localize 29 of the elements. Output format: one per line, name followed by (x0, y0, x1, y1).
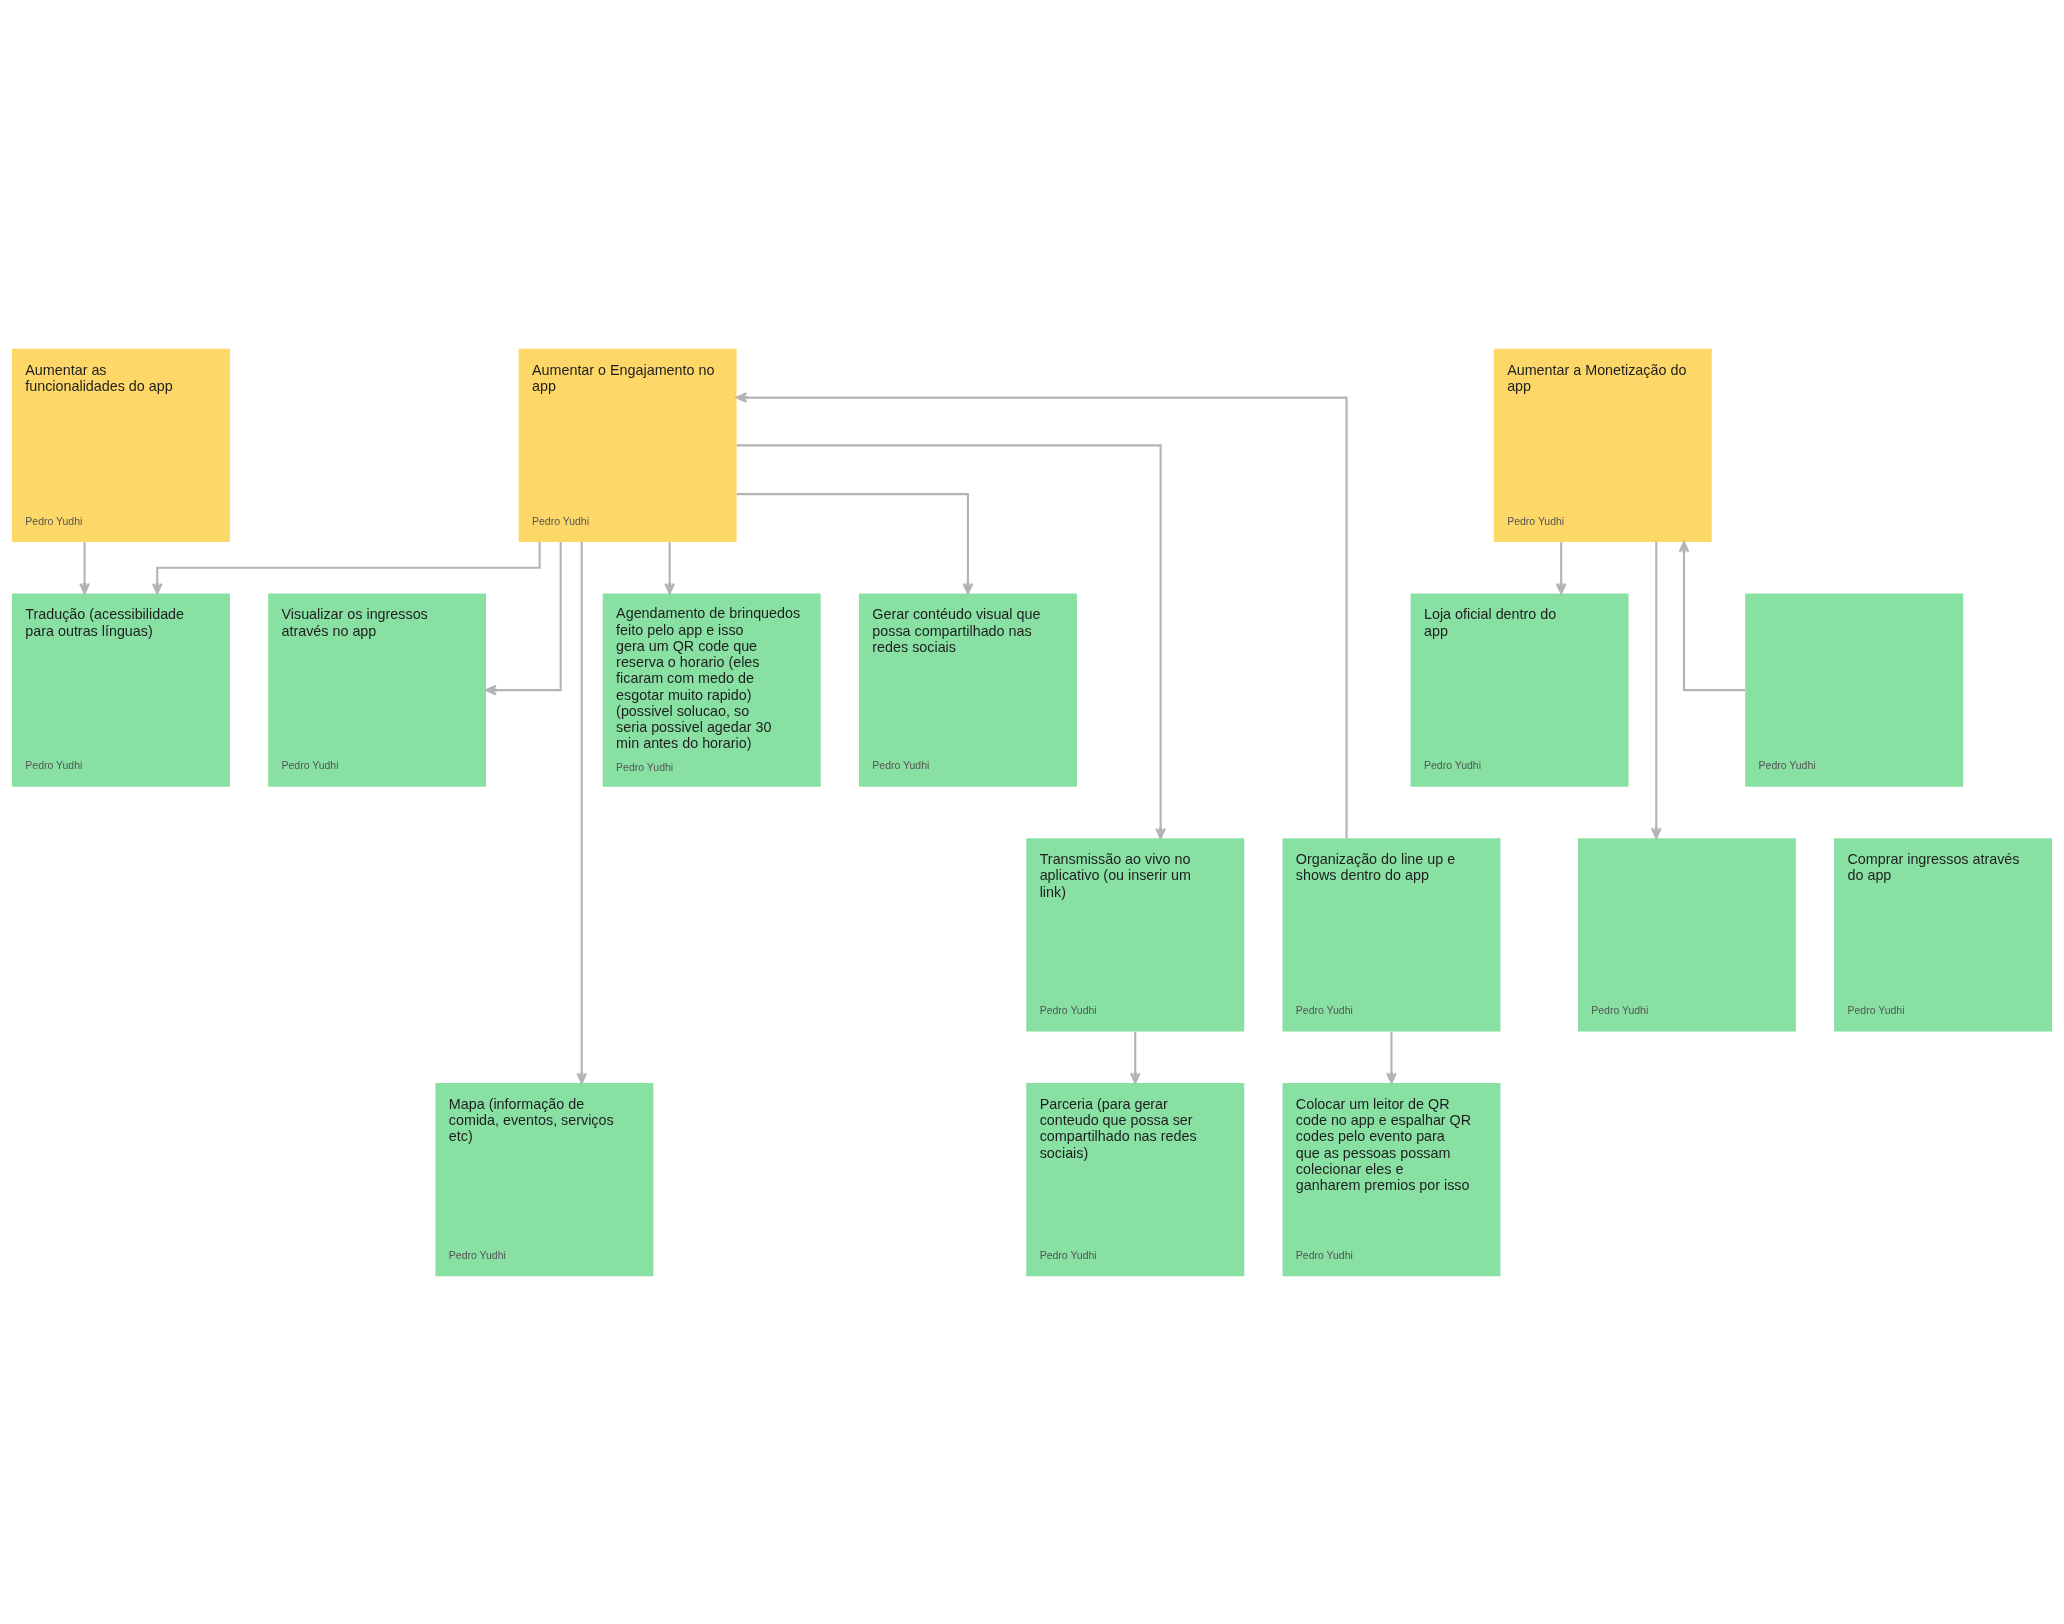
arrow (1555, 541, 1567, 594)
node-box: Parceria (para gerar conteudo que possa ser compartilhado nas redes sociais) Pedro Yudhi (1026, 1082, 1245, 1276)
node-box: Pedro Yudhi (1745, 593, 1964, 787)
arrow (736, 443, 1166, 839)
node-box: Visualizar os ingressos através no app Pedro Yudhi (268, 593, 487, 787)
arrow (485, 541, 562, 695)
arrow (1129, 1031, 1141, 1084)
arrow (735, 391, 1348, 838)
node-box: Loja oficial dentro do app Pedro Yudhi (1410, 593, 1629, 787)
arrow (736, 492, 974, 594)
arrow (151, 541, 541, 594)
node-box: Gerar contéudo visual que possa compartilhado nas redes sociais Pedro Yudhi (858, 593, 1077, 787)
arrow (1386, 1031, 1397, 1084)
node-box: Agendamento de brinquedos feito pelo app e isso gera um QR code que reserva o horario (eles ficaram com medo de esgotar muito rapido) (possivel solucao, so seria possivel agedar 30 min antes do horario) Pedro Yudhi (602, 593, 821, 787)
arrow (1650, 541, 1662, 839)
node-box: Organização do line up e shows dentro do app Pedro Yudhi (1282, 837, 1501, 1031)
node-box: Tradução (acessibilidade para outras línguas) Pedro Yudhi (11, 593, 230, 787)
node-box: Transmissão ao vivo no aplicativo (ou inserir um link) Pedro Yudhi (1026, 837, 1245, 1031)
arrow (664, 541, 675, 594)
arrow (79, 541, 90, 594)
node-box: Comprar ingressos através do app Pedro Yudhi (1834, 837, 2053, 1031)
node-box: Pedro Yudhi (1577, 837, 1796, 1031)
arrow (1678, 540, 1745, 691)
arrow (576, 541, 588, 1084)
node-box: Aumentar o Engajamento no app Pedro Yudhi (518, 348, 737, 542)
node-box: Aumentar a Monetização do app Pedro Yudhi (1493, 348, 1712, 542)
node-box: Colocar um leitor de QR code no app e espalhar QR codes pelo evento para que as pessoas possam colecionar eles e ganharem premios por isso Pedro Yudhi (1282, 1082, 1501, 1276)
node-box: Aumentar as funcionalidades do app Pedro Yudhi (11, 348, 230, 542)
node-box: Mapa (informação de comida, eventos, serviços etc) Pedro Yudhi (435, 1082, 654, 1276)
